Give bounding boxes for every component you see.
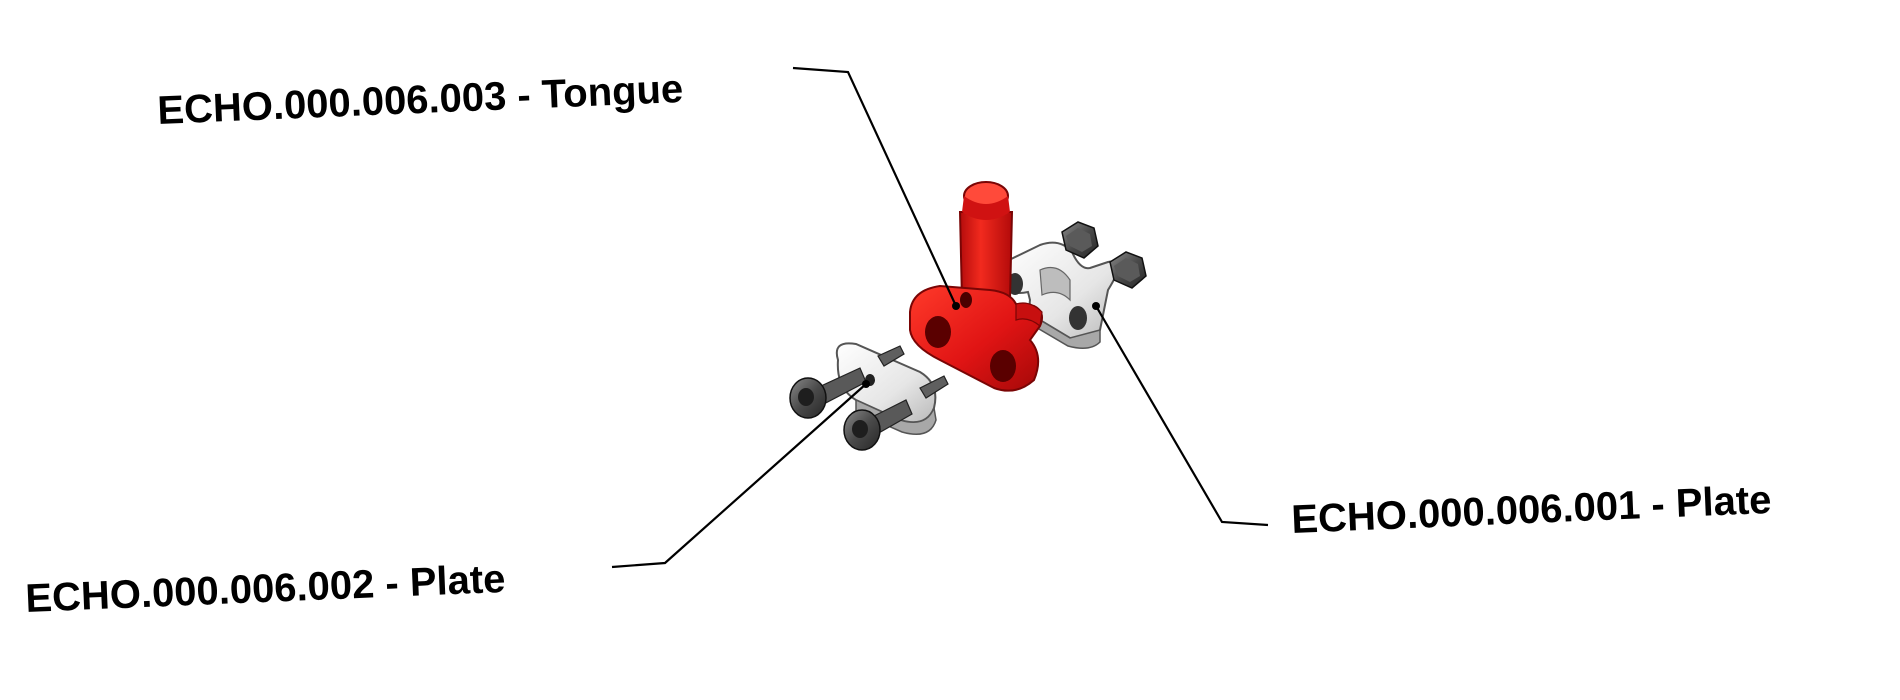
- bolt-right-shank-lower: [919, 375, 949, 399]
- tongue-leader-dot: [952, 302, 960, 310]
- bolt-lower: [843, 399, 913, 451]
- plate-left-leader-dot: [862, 380, 870, 388]
- tongue-part: [909, 181, 1043, 392]
- plate-right-label: ECHO.000.006.001 - Plate: [1291, 478, 1773, 542]
- plate-left-part: [835, 342, 937, 435]
- plate-left-label: ECHO.000.006.002 - Plate: [25, 557, 507, 621]
- bolt-upper: [789, 367, 867, 419]
- nut-upper: [1061, 221, 1099, 259]
- plate-right-leader-line: [1095, 305, 1269, 527]
- tongue-label: ECHO.000.006.003 - Tongue: [157, 67, 685, 133]
- tongue-leader-line: [792, 66, 957, 307]
- nut-lower: [1109, 251, 1147, 289]
- plate-left-leader-line: [611, 383, 867, 569]
- plate-right-leader-dot: [1092, 302, 1100, 310]
- bolt-right-shank-upper: [877, 345, 905, 367]
